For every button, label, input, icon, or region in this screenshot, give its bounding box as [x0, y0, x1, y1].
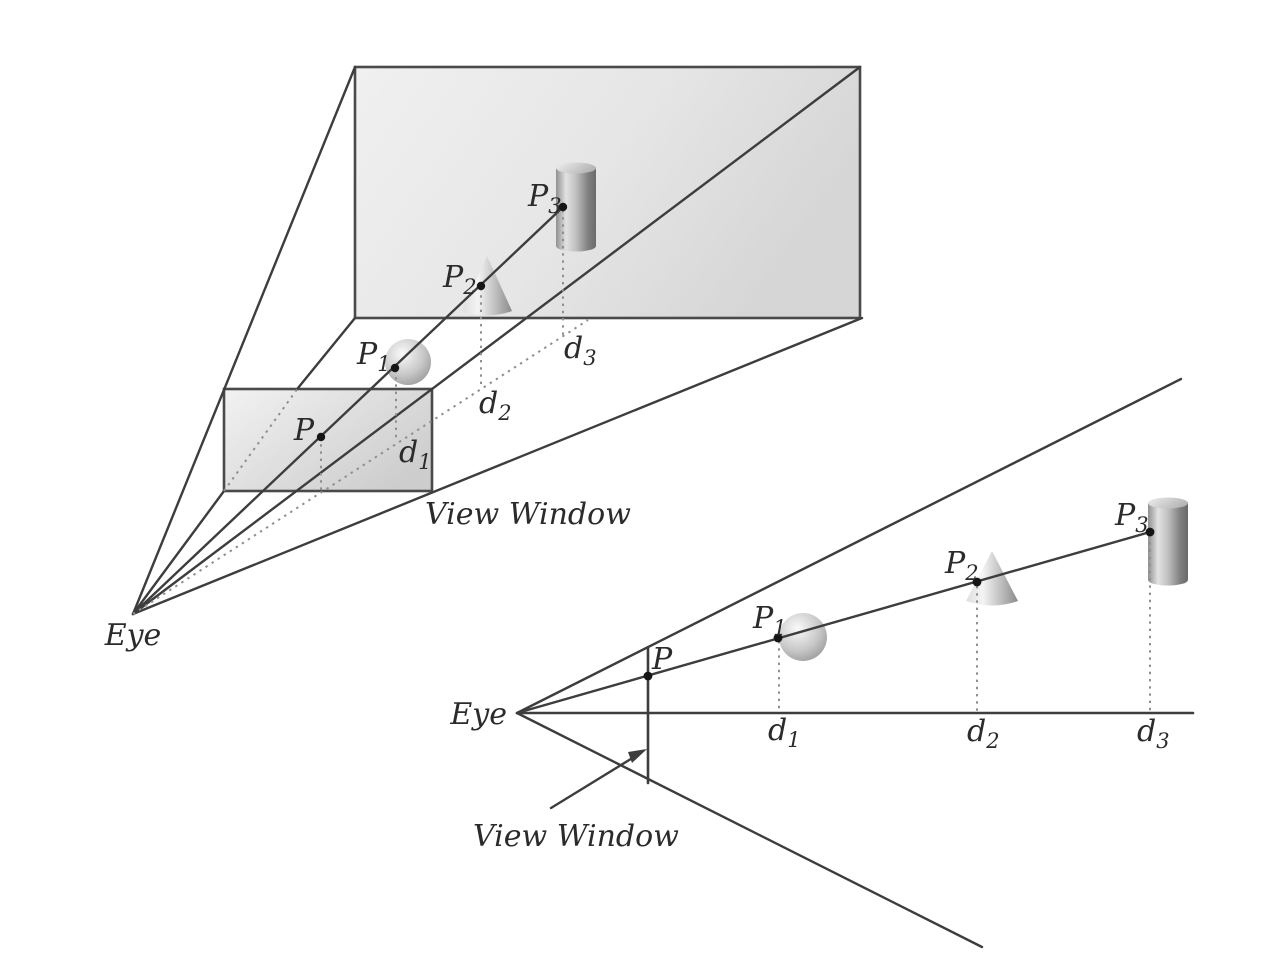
distance-d2-label: d2	[479, 386, 512, 425]
arrowhead	[628, 749, 647, 763]
cylinder-bottom	[556, 240, 596, 252]
point-p2-label: P2	[944, 546, 979, 585]
view-window-arrow	[549, 749, 647, 810]
top-3d-diagram: Eye P P1 P2 P3 d1 d2 d3 View Window	[104, 65, 864, 653]
sphere	[385, 339, 431, 385]
view-window-rect	[222, 387, 434, 493]
point-p3-dot	[558, 202, 568, 212]
distance-d3-label: d3	[1137, 714, 1170, 753]
distance-d1-label: d1	[399, 435, 432, 474]
point-p-dot	[643, 671, 653, 681]
point-p-dot	[316, 432, 326, 442]
point-p-label: P	[293, 413, 315, 448]
point-p1-dot	[390, 363, 400, 373]
eye-label: Eye	[104, 618, 162, 653]
frustum-edge-bottom-right	[131, 316, 864, 616]
point-p1-label: P1	[752, 601, 787, 640]
point-p3-dot	[1145, 527, 1155, 537]
cylinder	[1148, 497, 1188, 586]
sphere	[779, 613, 827, 661]
point-p1-dot	[773, 633, 783, 643]
frustum-edge-upper	[515, 377, 1183, 715]
cylinder-top	[1148, 497, 1188, 509]
point-p3-label: P3	[527, 179, 562, 218]
bottom-2d-diagram: Eye P P1 P2 P3 d1 d2 d3 View Window	[449, 377, 1195, 949]
cylinder-body	[1148, 503, 1188, 580]
frustum-edge-top-right	[131, 65, 862, 616]
point-p2-dot	[476, 281, 486, 291]
view-window-label: View Window	[425, 497, 631, 532]
point-p1-label: P1	[356, 337, 391, 376]
cylinder-bottom	[1148, 574, 1188, 586]
cylinder-top	[556, 162, 596, 174]
point-p2-dot	[972, 577, 982, 587]
eye-label: Eye	[449, 697, 507, 732]
point-p3-label: P3	[1114, 498, 1149, 537]
frustum-edge-top-left	[131, 65, 357, 616]
point-p2-label: P2	[442, 260, 477, 299]
frustum-edge-lower	[515, 711, 984, 949]
frustum-edge-bottom-left-front	[131, 489, 226, 616]
primary-ray	[131, 205, 565, 616]
primary-ray	[515, 530, 1152, 715]
distance-d1-label: d1	[768, 713, 801, 752]
view-window-label: View Window	[473, 819, 679, 854]
back-plane	[353, 65, 862, 320]
frustum-edge-bottom-left-back	[296, 316, 357, 390]
arrow-shaft	[549, 752, 641, 810]
distance-d2-label: d2	[967, 714, 1000, 753]
distance-d3-label: d3	[564, 331, 597, 370]
cone	[462, 256, 512, 316]
point-p-label: P	[651, 642, 673, 677]
